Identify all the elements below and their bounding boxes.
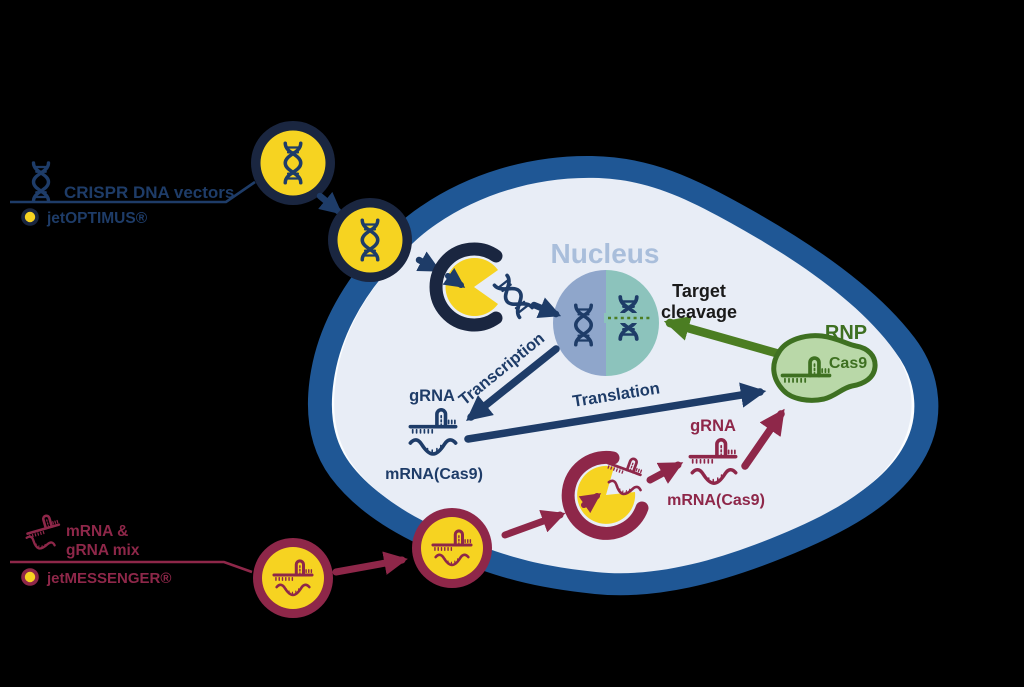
target-cleavage-label: Target cleavage (661, 281, 737, 322)
nucleus-label: Nucleus (551, 238, 660, 269)
legend-dna-title: CRISPR DNA vectors (64, 183, 234, 202)
mrna-label-rna-path: mRNA(Cas9) (667, 492, 765, 509)
vesicle-core (260, 130, 326, 196)
legend-rna-title-line1: mRNA & (66, 523, 128, 540)
rna-mix-icon (22, 511, 62, 554)
products-to-rnp-arrow (741, 408, 785, 470)
rna-mix-vesicle-1 (253, 538, 333, 618)
dna-vector-vesicle-1 (251, 121, 335, 205)
rna-endosome-escape (561, 449, 649, 540)
yellow-dot-icon (21, 208, 39, 226)
dna-to-nucleus-arrow (530, 297, 562, 318)
rnp-complex: Cas9 (771, 333, 878, 403)
target-cleavage-arrow (663, 315, 788, 360)
vesicle2-to-endosome-arrow (415, 251, 441, 273)
legend-rna-reagent: jetMESSENGER® (46, 570, 171, 587)
vesicle1-to-vesicle2-arrow (316, 191, 343, 215)
dna-vector-vesicle-2 (328, 198, 412, 282)
legend-rna-mix: mRNA & gRNA mix jetMESSENGER® (10, 511, 253, 587)
legend-rna-title-line2: gRNA mix (66, 542, 140, 559)
dna-pathway-products: gRNA mRNA(Cas9) (385, 387, 483, 483)
legend-rna-connector-line (10, 560, 253, 574)
vesicle1-to-vesicle2-arrow (332, 551, 408, 576)
endosome-ring (561, 450, 649, 540)
transcription-arrow (466, 345, 560, 421)
endosome-to-products-arrow (646, 461, 684, 484)
rnp-blob (771, 333, 878, 403)
vesicle2-to-endosome-arrow (501, 509, 566, 539)
svg-text:Target: Target (672, 281, 726, 301)
svg-text:cleavage: cleavage (661, 302, 737, 322)
endosome-ring (429, 242, 503, 332)
endosome-release-arrow (578, 493, 602, 514)
dna-endosome-escape (429, 242, 534, 332)
grna-label-rna-path: gRNA (690, 417, 736, 435)
translation-arrow (464, 382, 767, 443)
nucleus (553, 270, 659, 376)
legend-dna-vectors: CRISPR DNA vectors jetOPTIMUS® (10, 161, 256, 227)
rna-pathway-products: gRNA mRNA(Cas9) (667, 417, 765, 509)
mrna-label-dna-path: mRNA(Cas9) (385, 466, 483, 483)
nucleus-left-half (553, 270, 606, 376)
vesicle-core (337, 207, 403, 273)
legend-dna-reagent: jetOPTIMUS® (46, 210, 148, 227)
legend-dna-connector-line (10, 180, 256, 204)
grna-label-dna-path: gRNA (409, 387, 455, 405)
endosome-release-arrow (442, 267, 466, 288)
cas9-label: Cas9 (829, 355, 867, 372)
yellow-dot-icon (21, 568, 39, 586)
rnp-label: RNP (825, 322, 867, 344)
rna-mix-vesicle-2 (412, 508, 492, 588)
dna-helix-icon (31, 161, 51, 203)
